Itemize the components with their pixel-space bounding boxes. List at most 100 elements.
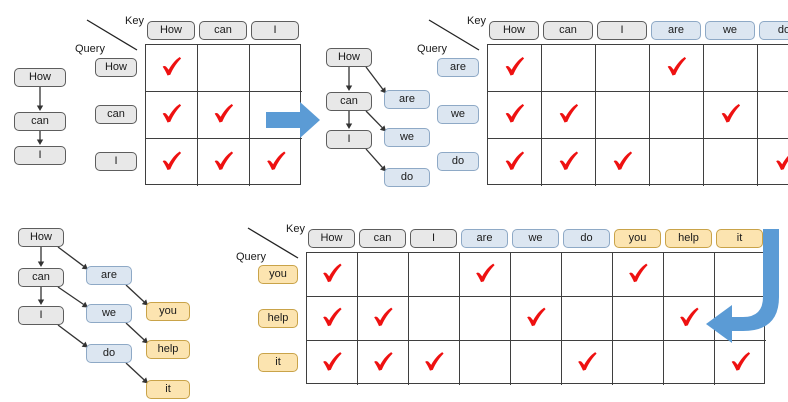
mask-cell-empty: [613, 341, 664, 385]
token-label: can: [214, 24, 232, 36]
mask-cell-empty: [511, 341, 562, 385]
check-mark-icon: [511, 295, 561, 338]
token-label: do: [777, 24, 788, 36]
chain-token-i: I: [14, 146, 66, 165]
token-label: we: [399, 131, 415, 143]
check-mark-icon: [488, 137, 541, 184]
mask-cell-checked: [542, 139, 596, 186]
check-mark-icon: [198, 137, 249, 184]
mask-cell-empty: [542, 45, 596, 92]
mask-cell-empty: [664, 253, 715, 297]
mask-cell-empty: [715, 253, 766, 297]
mask-cell-checked: [146, 92, 198, 139]
row-header-we: we: [437, 105, 479, 124]
token-label: you: [159, 305, 177, 317]
check-mark-icon: [146, 43, 197, 89]
check-mark-icon: [488, 43, 541, 89]
tree-node-i: I: [18, 306, 64, 325]
mask-cell-empty: [198, 45, 250, 92]
tree-edge-can-i: [37, 287, 45, 305]
tree-edge-how-are: [365, 66, 386, 94]
check-mark-icon: [358, 339, 408, 383]
mask-cell-empty: [758, 92, 788, 139]
column-header-how: How: [308, 229, 355, 248]
column-header-how: How: [147, 21, 195, 40]
tree-node-can: can: [18, 268, 64, 287]
tree-edge-can-we: [365, 110, 386, 132]
token-label: it: [736, 232, 743, 244]
mask-cell-checked: [488, 45, 542, 92]
mask-cell-empty: [250, 92, 302, 139]
tree-node-can: can: [326, 92, 372, 111]
token-label: I: [431, 232, 436, 244]
arrow-curve-down-left-icon: [700, 225, 788, 353]
token-label: we: [450, 108, 466, 120]
tree-node-help: help: [146, 340, 190, 359]
token-label: you: [269, 267, 287, 280]
check-mark-icon: [307, 295, 357, 338]
column-header-do: do: [759, 21, 788, 40]
check-mark-icon: [358, 295, 408, 338]
token-label: can: [32, 271, 50, 283]
mask-cell-checked: [250, 139, 302, 186]
row-header-how: How: [95, 58, 137, 77]
token-label: can: [373, 232, 392, 244]
tree-edge-can-i: [345, 111, 353, 129]
token-label: help: [678, 232, 699, 244]
token-label: do: [400, 171, 414, 183]
tree-edge-can-we: [57, 286, 88, 308]
mask-cell-empty: [358, 253, 409, 297]
mask-cell-empty: [613, 297, 664, 341]
tree-node-it: it: [146, 380, 190, 399]
column-header-are: are: [651, 21, 701, 40]
tree-edge-how-can: [345, 67, 353, 91]
check-mark-icon: [250, 137, 302, 184]
row-header-i: I: [95, 152, 137, 171]
column-header-we: we: [512, 229, 559, 248]
mask-cell-checked: [715, 341, 766, 385]
tree-node-you: you: [146, 302, 190, 321]
tree-edge-do-it: [125, 362, 148, 384]
tree-edge-we-help: [125, 322, 148, 344]
check-mark-icon: [715, 339, 766, 383]
mask-cell-empty: [758, 45, 788, 92]
key-axis-label: Key: [286, 223, 305, 235]
check-mark-icon: [542, 137, 595, 184]
mask-cell-checked: [562, 341, 613, 385]
axis-diagonal-line: [247, 227, 299, 259]
chain-token-can: can: [14, 112, 66, 131]
mask-cell-checked: [198, 139, 250, 186]
mask-cell-empty: [460, 341, 511, 385]
mask-cell-empty: [664, 341, 715, 385]
mask-cell-checked: [307, 253, 358, 297]
tree-node-do: do: [384, 168, 430, 187]
mask-cell-empty: [650, 139, 704, 186]
token-label: we: [101, 307, 117, 319]
column-header-i: I: [597, 21, 647, 40]
mask-cell-empty: [460, 297, 511, 341]
key-axis-label: Key: [467, 15, 486, 27]
token-label: are: [399, 93, 415, 105]
check-mark-icon: [758, 137, 788, 184]
token-label: help: [157, 343, 179, 355]
token-label: do: [451, 155, 465, 167]
mask-cell-empty: [409, 253, 460, 297]
mask-cell-empty: [409, 297, 460, 341]
token-label: are: [101, 269, 117, 281]
mask-cell-checked: [488, 139, 542, 186]
token-label: How: [320, 232, 343, 244]
token-label: do: [580, 232, 593, 244]
tree-edge-how-can: [37, 247, 45, 267]
token-label: I: [273, 24, 277, 36]
check-mark-icon: [307, 339, 357, 383]
check-mark-icon: [596, 137, 649, 184]
token-label: it: [165, 383, 171, 395]
check-mark-icon: [146, 90, 197, 136]
mask-cell-checked: [488, 92, 542, 139]
mask-cell-checked: [460, 253, 511, 297]
